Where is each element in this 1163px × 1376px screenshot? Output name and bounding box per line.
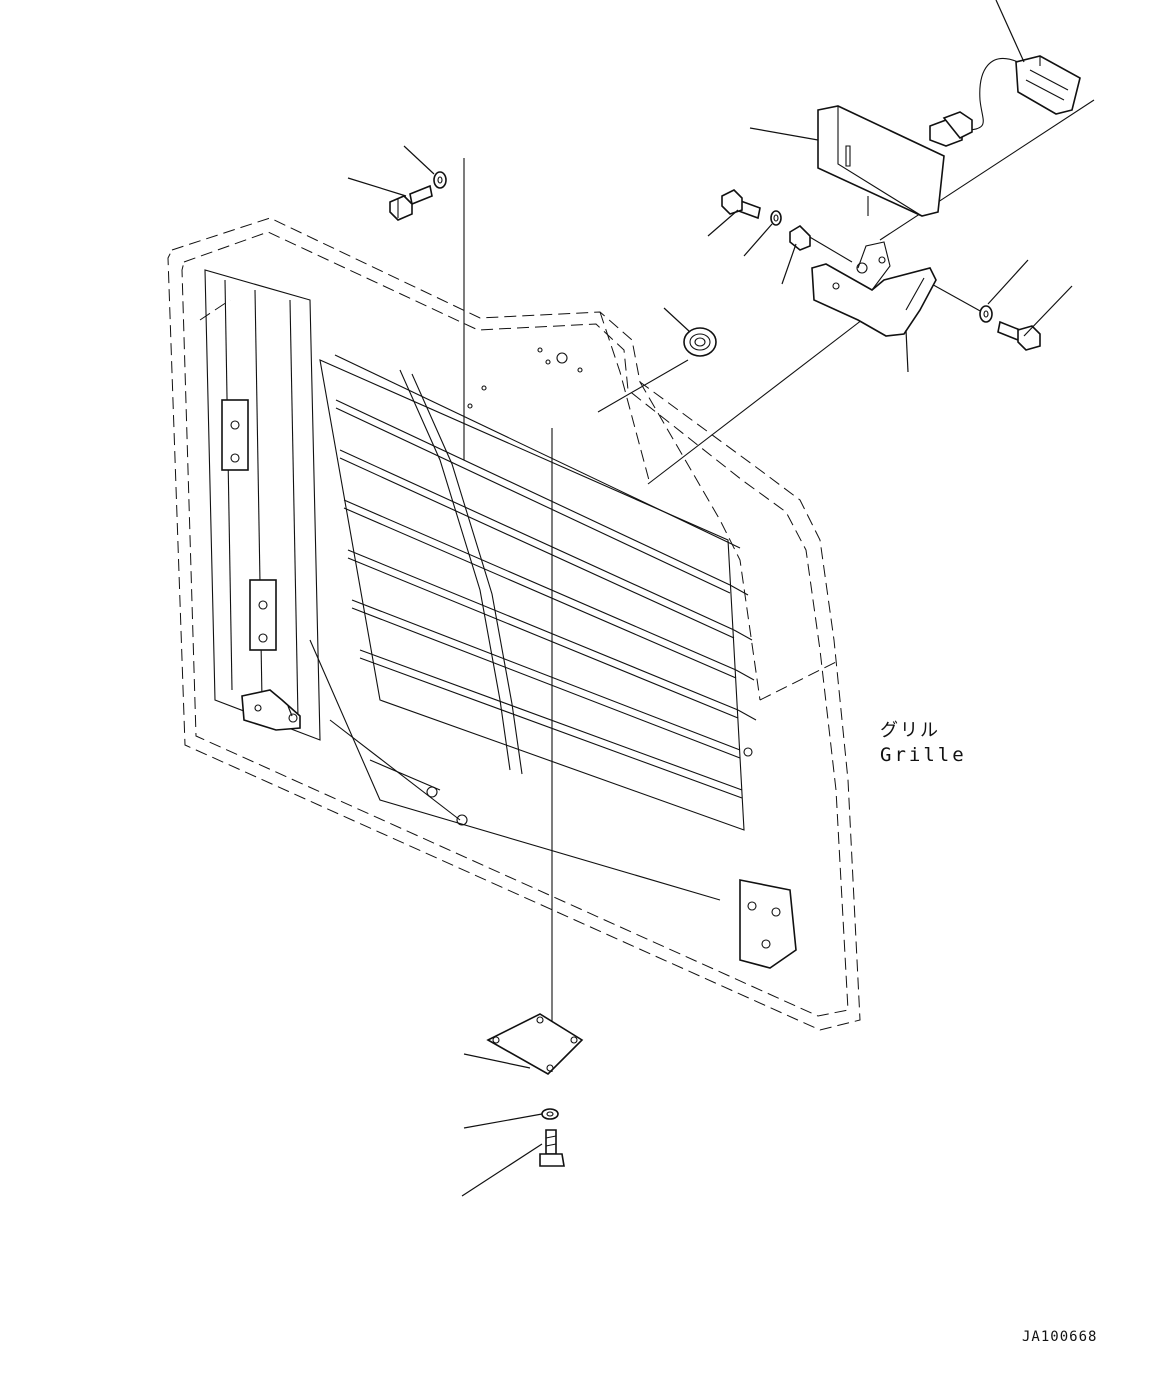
leader-bolt-bottom — [461, 1143, 543, 1197]
lamp-body — [817, 105, 945, 217]
bolt-right — [997, 320, 1041, 351]
grille-left-frame — [204, 269, 321, 741]
bolt-middle — [721, 189, 761, 220]
washer-top-left — [433, 171, 447, 189]
washer-right — [979, 305, 993, 323]
leader-bolt-top-left — [347, 177, 407, 197]
grille-label-english: Grille — [880, 744, 967, 766]
leader-washer-bottom — [463, 1113, 543, 1129]
bolt-top-left — [389, 184, 433, 221]
grille-louvers — [309, 354, 757, 901]
leader-bolt-middle — [707, 209, 739, 237]
leader-lines — [287, 0, 1073, 1197]
cover-plate — [486, 1013, 584, 1075]
lamp-harness-connector — [929, 55, 1081, 147]
assembly-lines — [463, 99, 1095, 1072]
leader-connector — [995, 0, 1025, 63]
leader-washer-right — [987, 259, 1029, 305]
grille-outer-shell — [167, 217, 861, 1031]
leader-washer-middle — [743, 223, 773, 257]
grille-label-japanese: グリル — [880, 720, 940, 741]
grille-right-bracket — [739, 747, 797, 969]
washer-middle — [770, 210, 782, 226]
leader-cover-plate — [463, 1053, 531, 1069]
grommet — [683, 327, 717, 357]
bolt-bottom — [539, 1129, 565, 1167]
leader-clip — [781, 243, 797, 285]
leader-washer-top-left — [403, 145, 435, 175]
leader-bolt-right — [1023, 285, 1073, 337]
leader-left-frame — [287, 705, 293, 717]
leader-bracket — [905, 329, 909, 373]
washer-bottom — [541, 1108, 559, 1120]
grille-top-holes — [467, 347, 583, 409]
drawing-number: JA100668 — [1022, 1329, 1098, 1345]
lamp-bracket — [811, 241, 937, 337]
leader-grommet — [663, 307, 691, 333]
clip — [789, 224, 811, 251]
leader-lamp — [749, 127, 819, 141]
